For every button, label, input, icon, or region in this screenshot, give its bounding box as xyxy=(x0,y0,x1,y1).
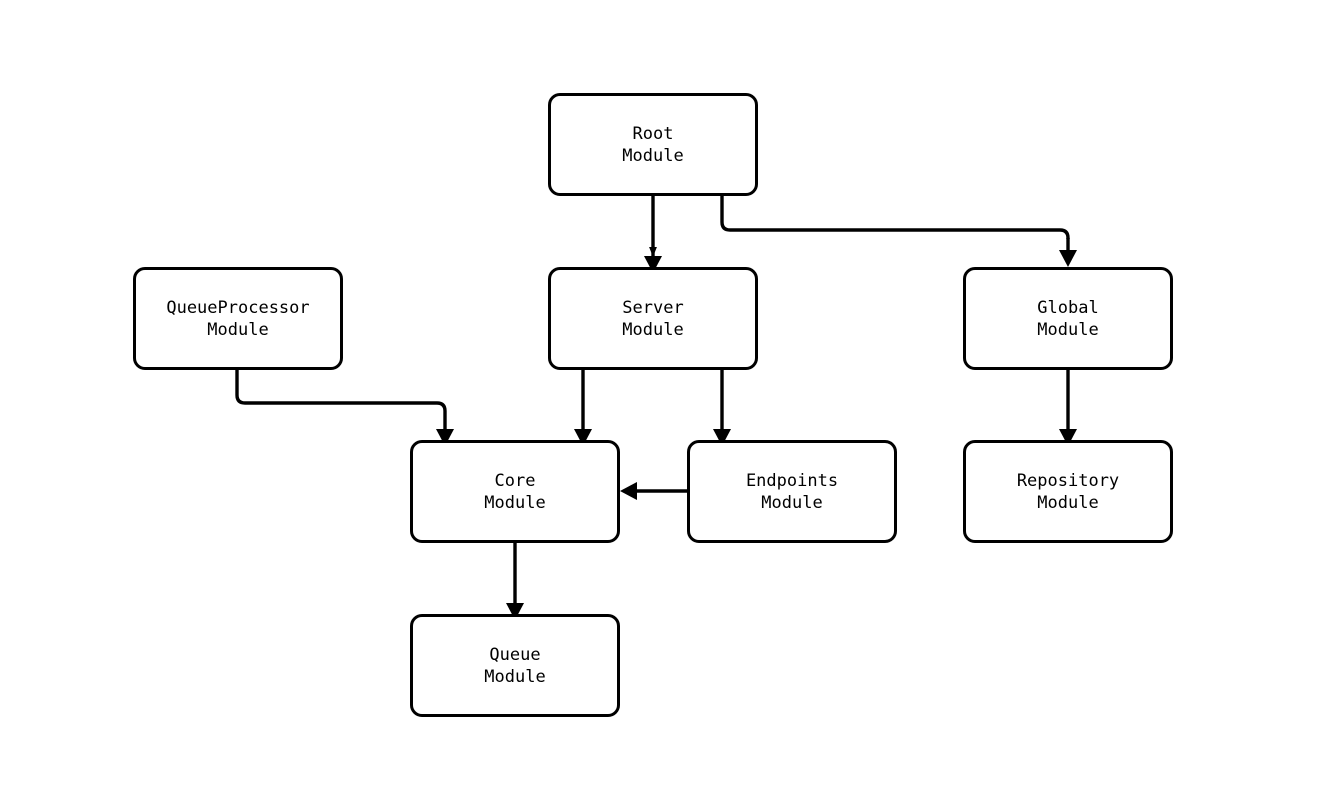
node-server-module[interactable]: Server Module xyxy=(548,267,758,370)
node-queue-module[interactable]: Queue Module xyxy=(410,614,620,717)
node-endpoints-module[interactable]: Endpoints Module xyxy=(687,440,897,543)
edge-server-to-core xyxy=(574,370,592,446)
edge-core-to-queue xyxy=(506,543,524,620)
node-root-module-label: Root Module xyxy=(622,123,684,166)
edge-queueprocessor-to-core xyxy=(235,370,454,446)
node-global-module-label: Global Module xyxy=(1037,297,1099,340)
node-repository-module-label: Repository Module xyxy=(1016,470,1120,513)
node-global-module[interactable]: Global Module xyxy=(963,267,1173,370)
node-queueprocessor-module[interactable]: QueueProcessor Module xyxy=(133,267,343,370)
node-core-module-label: Core Module xyxy=(484,470,546,513)
node-repository-module[interactable]: Repository Module xyxy=(963,440,1173,543)
edge-root-to-server xyxy=(644,196,662,273)
node-queue-module-label: Queue Module xyxy=(484,644,546,687)
edge-server-to-endpoints xyxy=(713,370,731,446)
node-root-module[interactable]: Root Module xyxy=(548,93,758,196)
edge-root-to-global xyxy=(720,196,1077,267)
edge-global-to-repository xyxy=(1059,370,1077,446)
node-server-module-label: Server Module xyxy=(622,297,684,340)
edge-endpoints-to-core xyxy=(620,482,687,500)
node-endpoints-module-label: Endpoints Module xyxy=(745,470,839,513)
node-queueprocessor-module-label: QueueProcessor Module xyxy=(166,297,310,340)
node-core-module[interactable]: Core Module xyxy=(410,440,620,543)
